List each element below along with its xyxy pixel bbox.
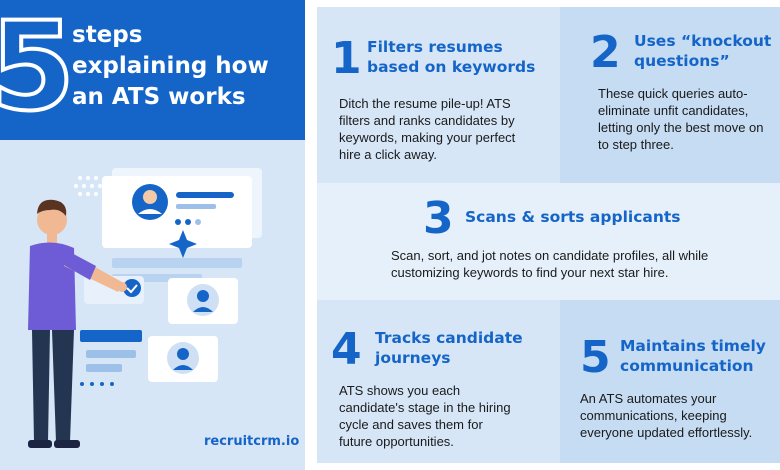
step-description-line: candidate's stage in the hiring	[339, 400, 511, 415]
step-title: Uses “knockout questions”	[634, 31, 771, 71]
step-card-4: 4 Tracks candidate journeys ATS shows yo…	[317, 300, 560, 463]
step-description-line: eliminate unfit candidates,	[598, 103, 749, 118]
step-description-line: keywords, making your perfect	[339, 130, 516, 145]
step-title: Scans & sorts applicants	[465, 207, 681, 227]
step-description-line: An ATS automates your	[580, 391, 717, 406]
step-description-line: filters and ranks candidates by	[339, 113, 515, 128]
step-description-line: Ditch the resume pile-up! ATS	[339, 96, 511, 111]
step-card-1: 1 Filters resumes based on keywords Ditc…	[317, 7, 560, 183]
steps-panel: 1 Filters resumes based on keywords Ditc…	[317, 0, 780, 470]
step-description: Scan, sort, and jot notes on candidate p…	[391, 247, 708, 281]
step-description-line: to step three.	[598, 137, 674, 152]
dot-pattern	[74, 176, 102, 196]
step-description: An ATS automates your communications, ke…	[580, 390, 752, 441]
step-title: Maintains timely communication	[620, 336, 766, 376]
step-description-line: ATS shows you each	[339, 383, 461, 398]
step-description-line: Scan, sort, and jot notes on candidate p…	[391, 248, 709, 263]
step-description-line: letting only the best move on	[598, 120, 764, 135]
hero-banner: 5 steps explaining how an ATS works	[0, 0, 305, 140]
step-card-5: 5 Maintains timely communication An ATS …	[560, 300, 780, 463]
step-title-line: questions”	[634, 52, 730, 70]
step-description-line: hire a click away.	[339, 147, 438, 162]
step-title-line: Tracks candidate	[375, 329, 523, 347]
step-title: Tracks candidate journeys	[375, 328, 523, 368]
hero-title-line-2: explaining how	[72, 53, 269, 79]
step-title: Filters resumes based on keywords	[367, 37, 535, 77]
brand-link[interactable]: recruitcrm.io	[204, 434, 300, 449]
step-number: 4	[331, 324, 362, 375]
profile-card-3	[148, 336, 218, 382]
recruiter-person	[28, 199, 127, 448]
step-description-line: everyone updated effortlessly.	[580, 425, 753, 440]
step-title-line: Scans & sorts applicants	[465, 208, 681, 226]
step-title-line: journeys	[375, 349, 451, 367]
step-card-3: 3 Scans & sorts applicants Scan, sort, a…	[317, 183, 780, 300]
left-panel: 5 steps explaining how an ATS works	[0, 0, 305, 470]
hero-title: steps explaining how an ATS works	[72, 20, 269, 113]
progress-blocks	[80, 330, 142, 386]
hero-number: 5	[0, 0, 77, 138]
hero-title-line-3: an ATS works	[72, 84, 246, 110]
step-description-line: communications, keeping	[580, 408, 727, 423]
step-title-line: Filters resumes	[367, 38, 503, 56]
step-title-line: communication	[620, 357, 754, 375]
step-title-line: Maintains timely	[620, 337, 766, 355]
step-number: 5	[580, 332, 611, 383]
step-description-line: future opportunities.	[339, 434, 454, 449]
step-title-line: Uses “knockout	[634, 32, 772, 50]
step-number: 2	[590, 27, 621, 78]
recruiter-illustration	[28, 168, 262, 448]
step-number: 1	[331, 33, 362, 84]
sparkle-icon	[169, 230, 197, 258]
step-description-line: cycle and saves them for	[339, 417, 483, 432]
step-title-line: based on keywords	[367, 58, 536, 76]
hero-title-line-1: steps	[72, 22, 143, 48]
step-description-line: customizing keywords to find your next s…	[391, 265, 669, 280]
step-description: Ditch the resume pile-up! ATS filters an…	[339, 95, 515, 163]
profile-card-main	[102, 168, 262, 248]
step-description-line: These quick queries auto-	[598, 86, 748, 101]
profile-card-2	[168, 278, 238, 324]
step-description: ATS shows you each candidate's stage in …	[339, 382, 511, 450]
step-description: These quick queries auto- eliminate unfi…	[598, 85, 764, 153]
step-card-2: 2 Uses “knockout questions” These quick …	[560, 7, 780, 183]
step-number: 3	[423, 193, 454, 244]
